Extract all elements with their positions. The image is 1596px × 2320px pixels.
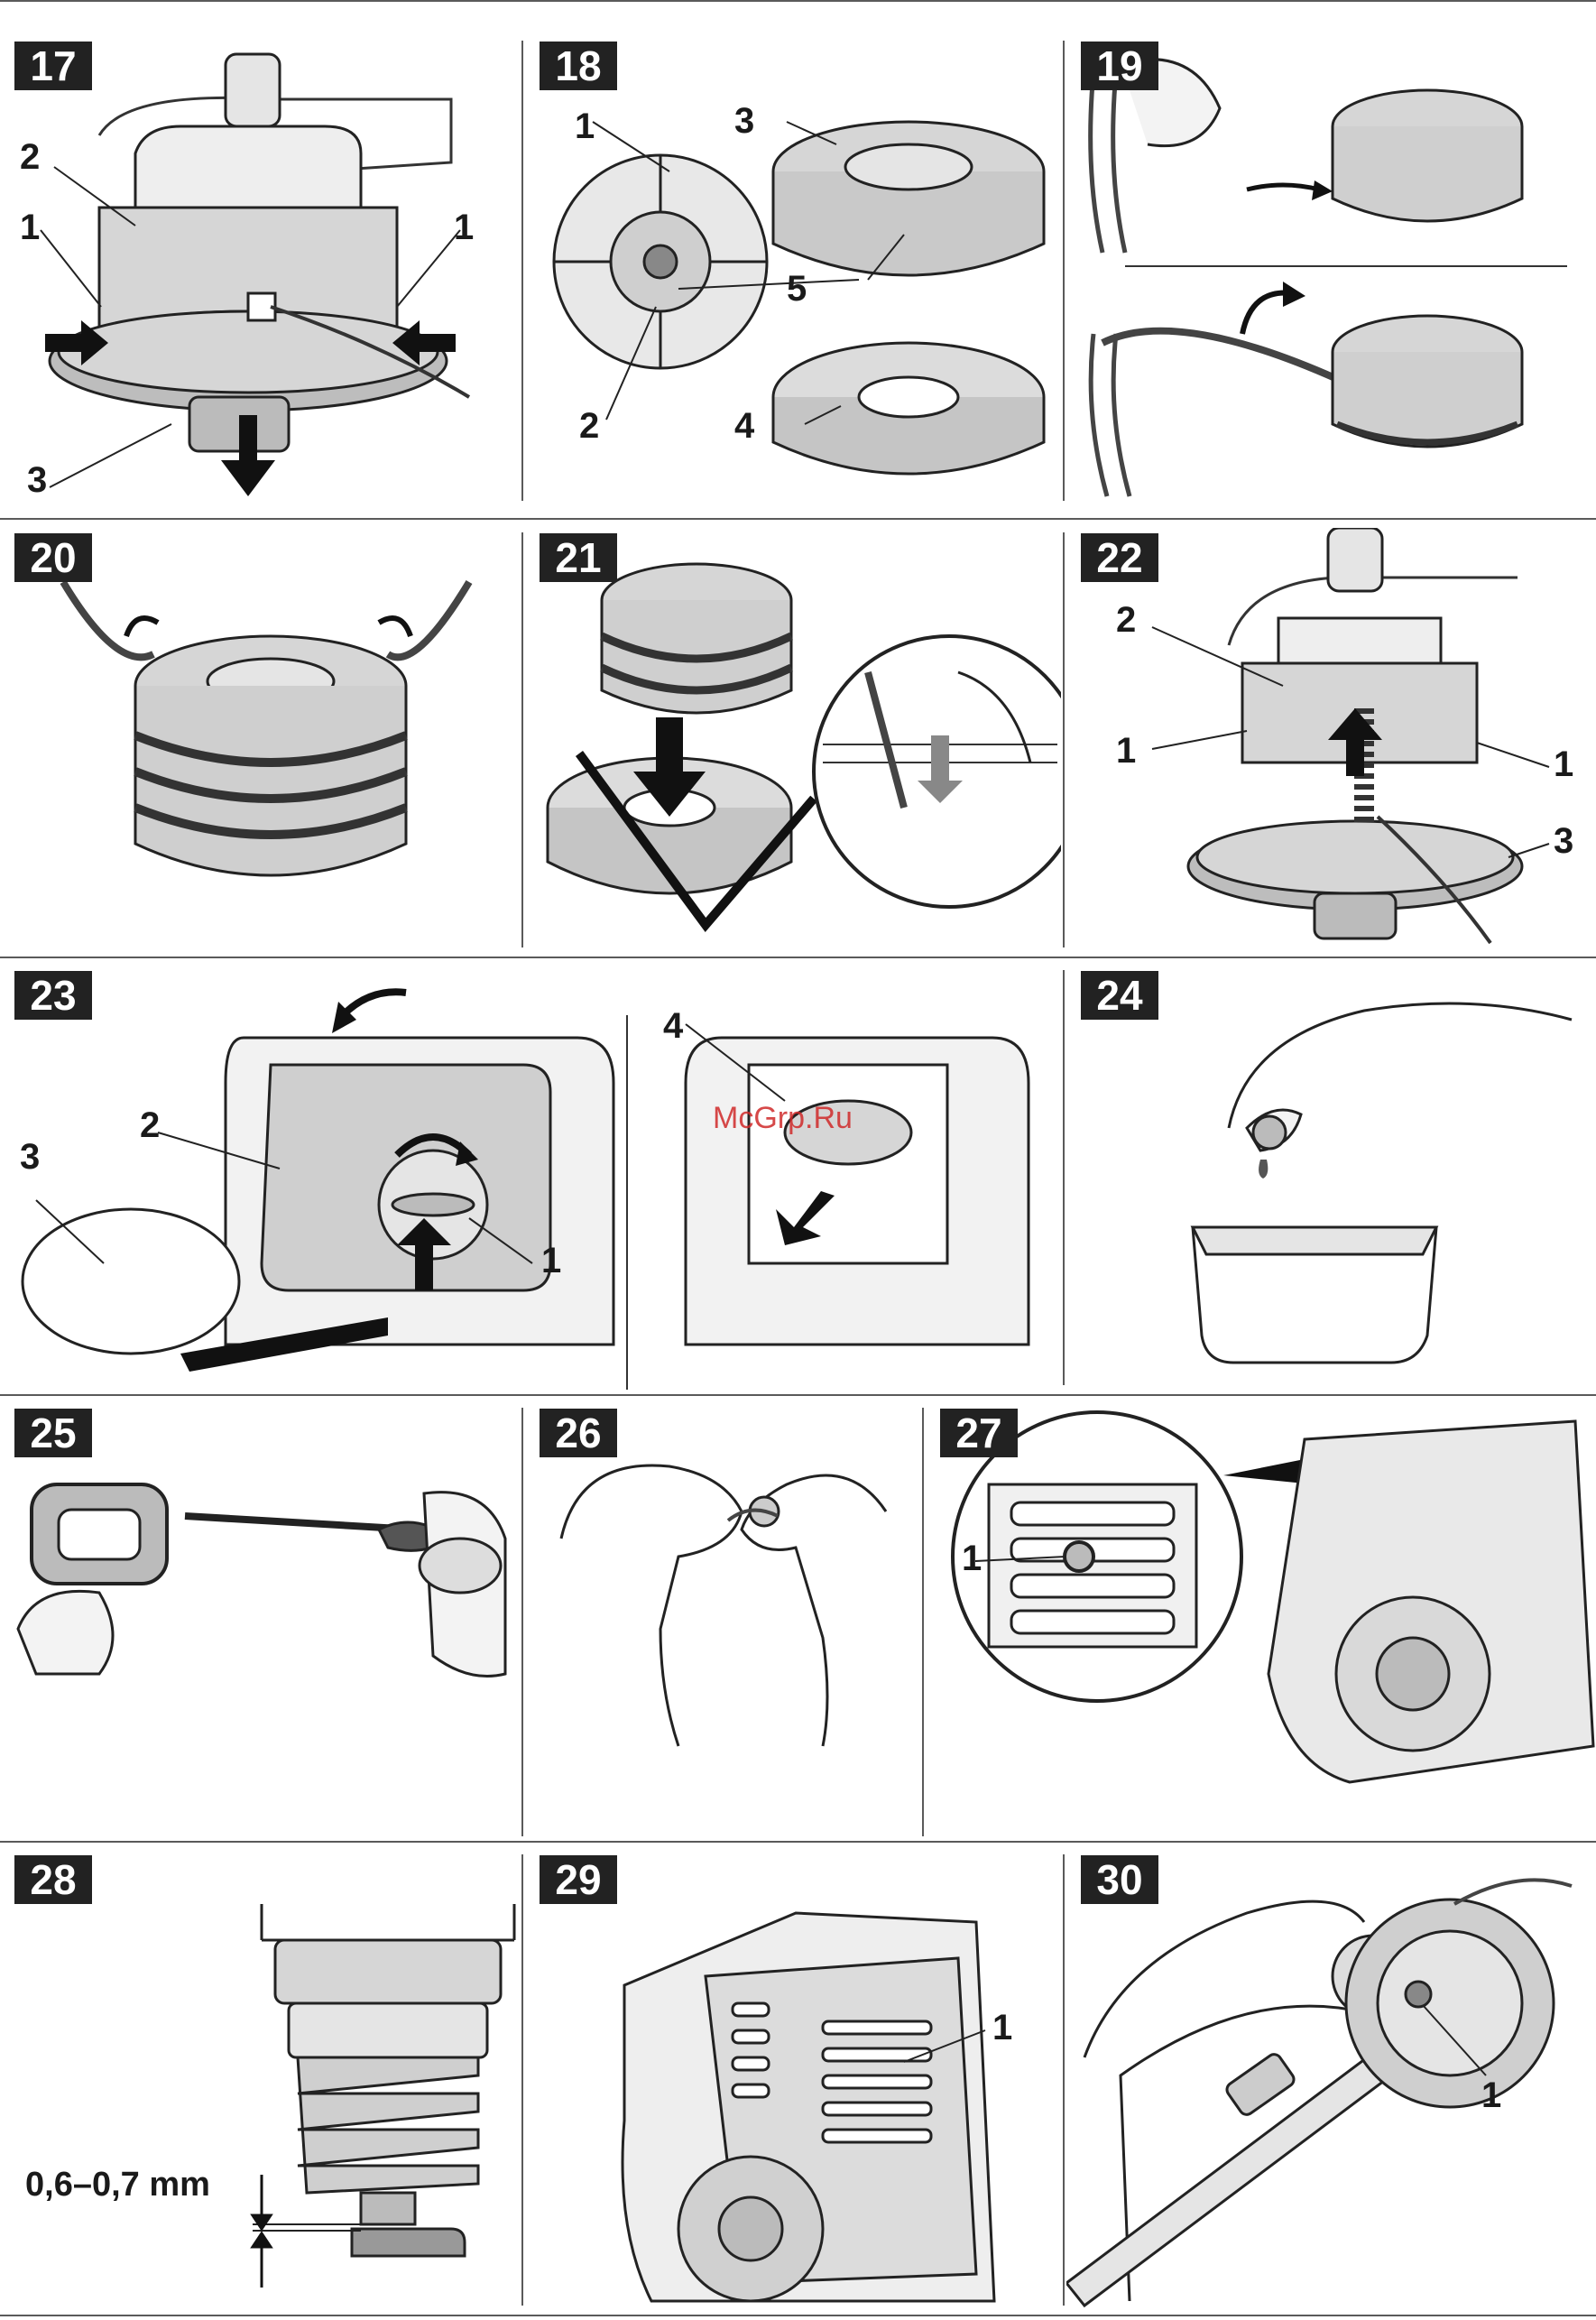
figure-number: 28 <box>14 1855 92 1904</box>
electrode-gap-label: 0,6–0,7 mm <box>25 2166 210 2204</box>
figure-number: 18 <box>540 42 617 90</box>
figure-23: 23 3 2 1 4 <box>0 966 1061 1399</box>
col-divider <box>1063 41 1065 501</box>
col-divider <box>521 532 523 947</box>
spark-plug-gap-illustration <box>0 1850 519 2310</box>
head-reassembly-illustration <box>1066 528 1596 952</box>
top-rule <box>0 0 1596 2</box>
engine-plug-location-illustration <box>926 1403 1596 1841</box>
callout-label: 2 <box>20 137 40 178</box>
gear-head-lubrication-illustration <box>1066 1850 1596 2310</box>
col-divider <box>1063 1854 1065 2306</box>
callout-label: 3 <box>20 1137 40 1178</box>
figure-number: 30 <box>1081 1855 1158 1904</box>
figure-number: 19 <box>1081 42 1158 90</box>
col-divider <box>1063 970 1065 1385</box>
figure-28: 28 0,6–0,7 mm <box>0 1850 519 2310</box>
wound-spool-illustration <box>0 528 519 952</box>
callout-label: 2 <box>140 1105 160 1146</box>
figure-29: 29 1 <box>525 1850 1061 2310</box>
figure-number: 21 <box>540 533 617 582</box>
figure-19: 19 <box>1066 36 1596 514</box>
air-filter-cover-illustration <box>0 966 1061 1399</box>
callout-label: 1 <box>1116 731 1136 772</box>
figure-number: 25 <box>14 1409 92 1457</box>
callout-label: 4 <box>734 406 754 447</box>
callout-label: 1 <box>962 1539 982 1579</box>
callout-label: 3 <box>27 460 47 501</box>
filter-oiling-illustration <box>1066 966 1596 1399</box>
figure-18: 18 1 3 5 2 4 <box>525 36 1061 514</box>
figure-number: 22 <box>1081 533 1158 582</box>
callout-label: 4 <box>663 1006 683 1047</box>
trimmer-head-illustration <box>0 36 519 514</box>
figure-number: 20 <box>14 533 92 582</box>
figure-number: 24 <box>1081 971 1158 1020</box>
figure-27: 27 1 <box>926 1403 1596 1841</box>
figure-22: 22 2 1 1 3 <box>1066 528 1596 952</box>
figure-25: 25 <box>0 1403 519 1841</box>
row-divider-2 <box>0 957 1596 958</box>
row-divider-4 <box>0 1841 1596 1843</box>
callout-label: 1 <box>992 2008 1012 2048</box>
watermark: McGrp.Ru <box>713 1101 853 1136</box>
callout-label: 1 <box>454 208 474 248</box>
callout-label: 3 <box>1554 821 1573 862</box>
spark-plug-removal-illustration <box>525 1403 920 1841</box>
callout-label: 2 <box>579 406 599 447</box>
callout-label: 1 <box>575 106 595 147</box>
figure-17: 17 2 1 1 3 <box>0 36 519 514</box>
figure-number: 29 <box>540 1855 617 1904</box>
callout-label: 5 <box>787 269 807 310</box>
figure-24: 24 <box>1066 966 1596 1399</box>
figure-number: 23 <box>14 971 92 1020</box>
bottom-rule <box>0 2315 1596 2316</box>
figure-26: 26 <box>525 1403 920 1841</box>
callout-label: 2 <box>1116 600 1136 641</box>
figure-21: 21 <box>525 528 1061 952</box>
callout-label: 1 <box>1554 744 1573 785</box>
callout-label: 1 <box>20 208 40 248</box>
callout-label: 1 <box>1481 2075 1501 2116</box>
spool-insert-illustration <box>525 528 1061 952</box>
callout-label: 1 <box>541 1241 561 1281</box>
col-divider <box>922 1408 924 1836</box>
figure-number: 17 <box>14 42 92 90</box>
figure-number: 27 <box>940 1409 1018 1457</box>
filter-cleaning-illustration <box>0 1403 519 1841</box>
line-threading-illustration <box>1066 36 1596 514</box>
row-divider-1 <box>0 518 1596 520</box>
figure-number: 26 <box>540 1409 617 1457</box>
col-divider <box>521 1854 523 2306</box>
col-divider <box>521 41 523 501</box>
callout-label: 3 <box>734 101 754 142</box>
figure-30: 30 1 <box>1066 1850 1596 2310</box>
col-divider <box>521 1408 523 1836</box>
engine-cover-illustration <box>525 1850 1061 2310</box>
figure-20: 20 <box>0 528 519 952</box>
col-divider <box>1063 532 1065 947</box>
